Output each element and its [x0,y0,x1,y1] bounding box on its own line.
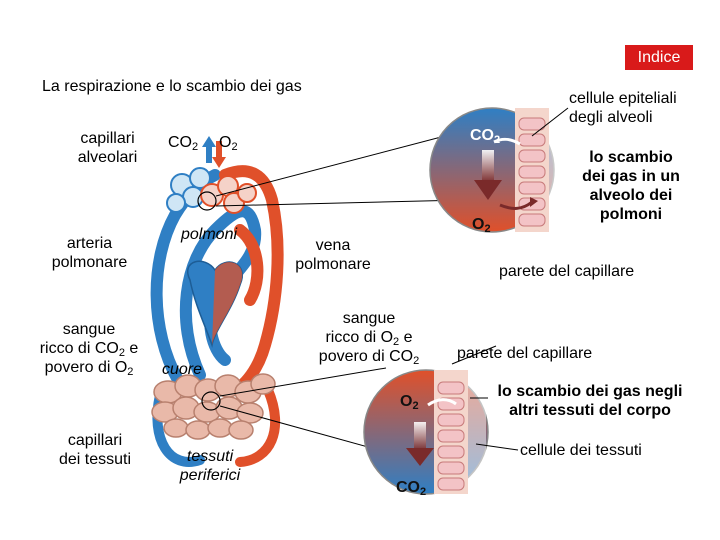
label-polmoni: polmoni [181,226,238,243]
label-arteria-polmonare: arteria polmonare [51,235,128,271]
zoom-lines [215,130,465,453]
label-parete-capillare-bottom: parete del capillare [457,345,593,362]
oxygenated-vessel [219,165,284,396]
label-cellule-epiteliali: cellule epiteliali degli alveoli [569,90,677,126]
label-gas-co2-lungs: CO2 [168,134,199,153]
label-cellule-tessuti: cellule dei tessuti [520,442,642,459]
label-scambio-tessuti: lo scambio dei gas negli altri tessuti d… [497,383,683,419]
label-alveolus-o2: O2 [472,216,491,235]
heart [187,260,243,348]
index-button[interactable]: Indice [624,44,694,71]
label-vena-polmonare: vena polmonare [295,237,371,273]
label-parete-capillare-top: parete del capillare [499,263,635,280]
label-capillari-alveolari: capillari alveolari [77,130,138,166]
label-sangue-ricco-o2: sangue ricco di O2 e povero di CO2 [318,310,420,367]
label-scambio-alveolo: lo scambio dei gas in un alveolo dei pol… [582,149,680,223]
label-tissue-o2: O2 [400,393,419,412]
label-alveolus-co2: CO2 [470,127,501,146]
lung-alveoli [166,167,257,214]
label-sangue-ricco-co2: sangue ricco di CO2 e povero di O2 [39,321,139,378]
label-tissue-co2: CO2 [396,479,427,498]
alveolus-zoom [429,107,563,233]
label-cuore: cuore [162,361,203,378]
label-tessuti-periferici: tessuti periferici [179,448,241,484]
label-gas-o2-lungs: O2 [219,134,238,153]
label-capillari-tessuti: capillari dei tessuti [58,432,132,468]
page-title: La respirazione e lo scambio dei gas [42,78,302,95]
tissue-cells [151,373,276,440]
lung-gas-arrows [202,136,226,168]
tissue-zoom [363,369,489,495]
pointer-lines [451,107,569,451]
